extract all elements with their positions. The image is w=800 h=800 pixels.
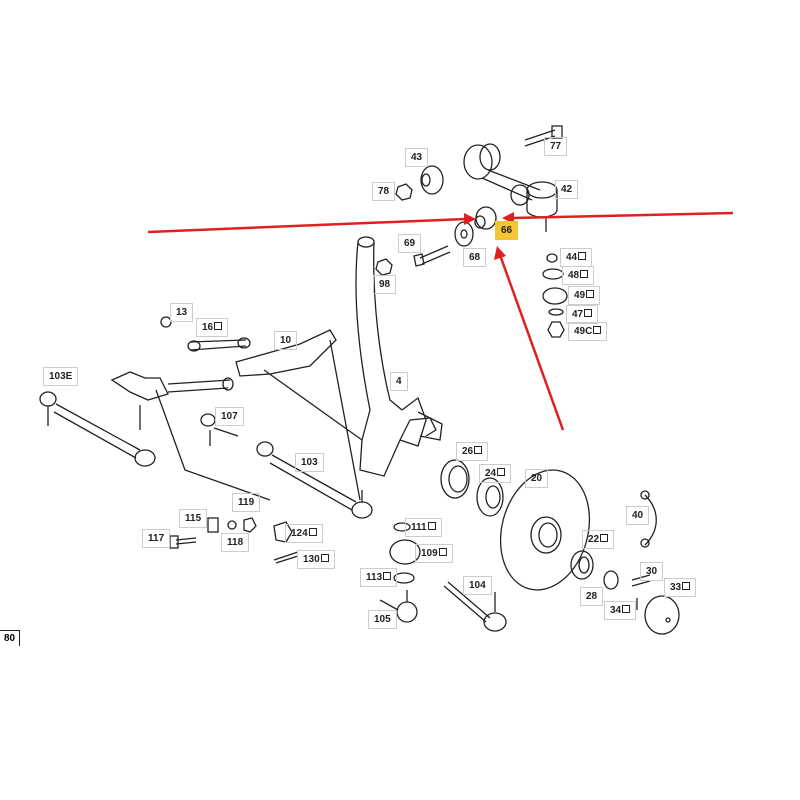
callout-78[interactable]: 78: [372, 182, 396, 201]
square-marker-icon: [308, 528, 317, 536]
steering-linkage: [39, 316, 373, 519]
small-hardware: [169, 517, 299, 564]
square-marker-icon: [383, 572, 392, 580]
callout-34[interactable]: 34: [604, 601, 637, 620]
bushing-66: [474, 206, 497, 230]
callout-68[interactable]: 68: [463, 248, 487, 267]
callout-105[interactable]: 105: [368, 610, 397, 629]
callout-49c[interactable]: 49C: [568, 322, 608, 341]
square-marker-icon: [578, 252, 587, 260]
tie-rod-end-104: [443, 581, 507, 632]
callout-26[interactable]: 26: [456, 442, 489, 461]
callout-49[interactable]: 49: [568, 286, 601, 305]
arrow-bottom: [498, 254, 565, 431]
callout-118[interactable]: 118: [221, 533, 250, 552]
callout-113[interactable]: 113: [360, 568, 398, 587]
callout-text: 109: [421, 548, 438, 559]
callout-text: 124: [291, 528, 308, 539]
callout-16[interactable]: 16: [196, 318, 229, 337]
bushing-43: [420, 165, 444, 195]
square-marker-icon: [497, 468, 506, 476]
callout-text: 24: [485, 468, 497, 479]
callout-text: 47: [572, 309, 584, 320]
callout-103e[interactable]: 103E: [43, 367, 79, 386]
callout-98[interactable]: 98: [373, 275, 397, 294]
callout-text: 130: [303, 554, 320, 565]
arrow-right: [511, 211, 734, 220]
square-marker-icon: [584, 309, 593, 317]
steering-knuckle: [355, 236, 443, 477]
callout-20[interactable]: 20: [525, 469, 549, 488]
callout-69[interactable]: 69: [398, 234, 422, 253]
callout-4[interactable]: 4: [390, 372, 408, 391]
callout-47[interactable]: 47: [566, 305, 599, 324]
square-marker-icon: [214, 322, 223, 330]
callout-text: 34: [610, 605, 622, 616]
wheel-hub-assembly: [440, 459, 680, 635]
callout-22[interactable]: 22: [582, 530, 615, 549]
arrow-left: [147, 217, 467, 234]
callout-text: 111: [411, 522, 427, 533]
callout-115[interactable]: 115: [179, 509, 208, 528]
callout-42[interactable]: 42: [555, 180, 579, 199]
callout-text: 48: [568, 270, 580, 281]
callout-40[interactable]: 40: [626, 506, 650, 525]
callout-119[interactable]: 119: [232, 493, 261, 512]
callout-text: 22: [588, 534, 600, 545]
callout-124[interactable]: 124: [285, 524, 323, 543]
callout-text: 26: [462, 446, 474, 457]
square-marker-icon: [622, 605, 631, 613]
nut-98: [375, 258, 393, 276]
callout-107[interactable]: 107: [215, 407, 244, 426]
square-marker-icon: [474, 446, 483, 454]
nut-78: [395, 183, 413, 201]
callout-text: 113: [366, 572, 383, 583]
callout-66-highlighted[interactable]: 66: [495, 221, 519, 240]
square-marker-icon: [438, 548, 447, 556]
callout-130[interactable]: 130: [297, 550, 335, 569]
callout-44[interactable]: 44: [560, 248, 593, 267]
callout-text: 44: [566, 252, 578, 263]
callout-111[interactable]: 111: [405, 518, 442, 537]
callout-109[interactable]: 109: [415, 544, 453, 563]
square-marker-icon: [586, 290, 595, 298]
ball-joint-parts: [542, 253, 568, 338]
square-marker-icon: [427, 522, 436, 530]
callout-43[interactable]: 43: [405, 148, 429, 167]
callout-30[interactable]: 30: [640, 562, 664, 581]
lower-ball-joint: [379, 522, 421, 623]
bolt-69: [413, 245, 451, 267]
square-marker-icon: [580, 270, 589, 278]
page-number: 80: [0, 630, 21, 646]
square-marker-icon: [682, 582, 691, 590]
washer-68: [454, 221, 474, 247]
callout-text: 33: [670, 582, 682, 593]
red-arrows: [147, 211, 734, 431]
callout-10[interactable]: 10: [274, 331, 298, 350]
upper-control-arm: [463, 143, 558, 232]
callout-103[interactable]: 103: [295, 453, 324, 472]
callout-text: 49: [574, 290, 586, 301]
square-marker-icon: [593, 326, 602, 334]
callout-text: 16: [202, 322, 214, 333]
square-marker-icon: [320, 554, 329, 562]
callout-28[interactable]: 28: [580, 587, 604, 606]
callout-24[interactable]: 24: [479, 464, 512, 483]
callout-text: 49C: [574, 326, 593, 337]
callout-33[interactable]: 33: [664, 578, 697, 597]
callout-77[interactable]: 77: [544, 137, 568, 156]
callout-13[interactable]: 13: [170, 303, 194, 322]
callout-48[interactable]: 48: [562, 266, 595, 285]
callout-104[interactable]: 104: [463, 576, 492, 595]
square-marker-icon: [600, 534, 609, 542]
callout-117[interactable]: 117: [142, 529, 171, 548]
